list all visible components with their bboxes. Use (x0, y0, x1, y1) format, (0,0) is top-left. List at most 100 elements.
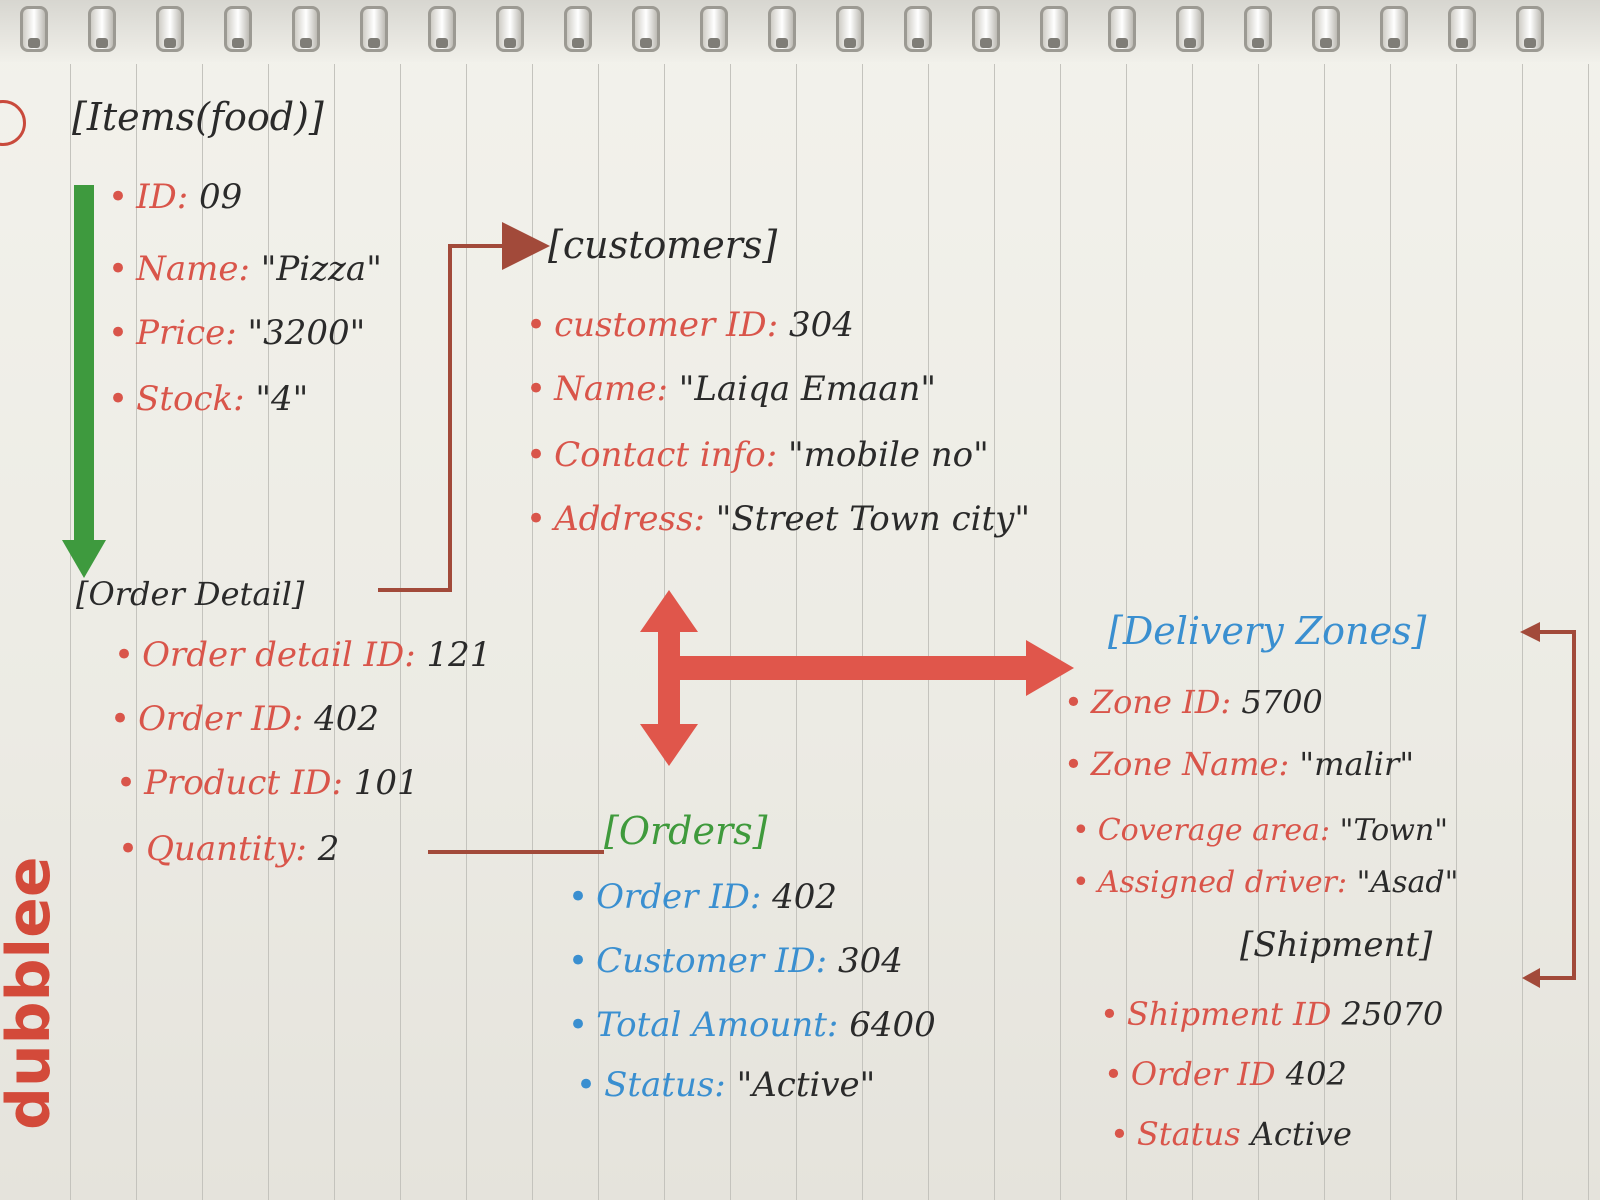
spiral-ring (156, 6, 184, 52)
field-label: Order detail ID: (142, 635, 416, 675)
binding-hole (1388, 38, 1400, 48)
binding-hole (1524, 38, 1536, 48)
bullet-icon: • (108, 379, 129, 419)
ruled-line (994, 64, 995, 1200)
ruled-line (268, 64, 269, 1200)
zones-to-shipment-connector (1520, 622, 1576, 988)
field-value: "Asad" (1356, 865, 1459, 900)
field-value: "Street Town city" (715, 499, 1030, 539)
orders-field-customer-id: •Customer ID: 304 (568, 944, 903, 978)
field-label: Order ID: (138, 699, 304, 739)
field-label: Assigned driver: (1097, 865, 1348, 900)
customers-title: [customers] (548, 223, 778, 267)
field-value: Active (1250, 1115, 1352, 1153)
orders-field-order-id: •Order ID: 402 (568, 880, 837, 914)
bullet-icon: • (108, 177, 129, 217)
binding-hole (1252, 38, 1264, 48)
bullet-icon: • (1110, 1115, 1129, 1153)
zones-field-coverage-area: •Coverage area: "Town" (1072, 816, 1448, 846)
binding-hole (96, 38, 108, 48)
binding-hole (572, 38, 584, 48)
order-detail-title: [Order Detail] (76, 575, 305, 613)
field-label: Status: (604, 1065, 726, 1105)
bullet-icon: • (1064, 745, 1083, 783)
shipment-field-status: •Status Active (1110, 1118, 1352, 1150)
ruled-line (136, 64, 137, 1200)
field-value: 6400 (849, 1005, 936, 1045)
order-detail-field-quantity: •Quantity: 2 (118, 832, 339, 866)
ruled-line (532, 64, 533, 1200)
binding-hole (1320, 38, 1332, 48)
binding-hole (164, 38, 176, 48)
bullet-icon: • (568, 877, 589, 917)
bullet-icon: • (526, 499, 547, 539)
bullet-icon: • (1072, 813, 1090, 848)
ruled-line (1588, 64, 1589, 1200)
field-value: 2 (317, 829, 340, 869)
ruled-line (730, 64, 731, 1200)
field-value: "Laiqa Emaan" (678, 369, 937, 409)
binding-hole (300, 38, 312, 48)
binding-hole (640, 38, 652, 48)
field-value: "malir" (1299, 745, 1415, 783)
field-value: "4" (255, 379, 309, 419)
ruled-line (1390, 64, 1391, 1200)
ruled-line (202, 64, 203, 1200)
field-value: 121 (426, 635, 492, 675)
delivery-zones-title: [Delivery Zones] (1108, 609, 1427, 653)
field-value: 402 (1285, 1055, 1347, 1093)
bullet-icon: • (568, 941, 589, 981)
bullet-icon: • (526, 305, 547, 345)
bullet-icon: • (1100, 995, 1119, 1033)
field-value: "3200" (247, 313, 366, 353)
zones-field-zone-id: •Zone ID: 5700 (1064, 686, 1323, 718)
field-label: Price: (136, 313, 237, 353)
binding-hole (844, 38, 856, 48)
bullet-icon: • (1072, 865, 1090, 900)
items-field-stock: •Stock: "4" (108, 382, 308, 416)
bullet-icon: • (116, 763, 137, 803)
binding-hole (504, 38, 516, 48)
shipment-field-id: •Shipment ID 25070 (1100, 998, 1443, 1030)
spiral-binding (0, 0, 1600, 62)
field-label: Stock: (136, 379, 245, 419)
binding-hole (1116, 38, 1128, 48)
field-label: Quantity: (146, 829, 307, 869)
field-value: 304 (837, 941, 903, 981)
bullet-icon: • (108, 313, 129, 353)
customers-field-name: •Name: "Laiqa Emaan" (526, 372, 936, 406)
ruled-line (862, 64, 863, 1200)
ruled-line (598, 64, 599, 1200)
field-value: "Active" (736, 1065, 876, 1105)
field-value: 5700 (1241, 683, 1323, 721)
bullet-icon: • (118, 829, 139, 869)
zones-field-zone-name: •Zone Name: "malir" (1064, 748, 1414, 780)
bullet-icon: • (1064, 683, 1083, 721)
binding-hole (912, 38, 924, 48)
order-detail-field-order-id: •Order ID: 402 (110, 702, 379, 736)
binding-hole (708, 38, 720, 48)
field-value: 101 (353, 763, 419, 803)
ruled-line (400, 64, 401, 1200)
binding-hole (436, 38, 448, 48)
binding-hole (1456, 38, 1468, 48)
items-field-name: •Name: "Pizza" (108, 252, 382, 286)
field-label: Total Amount: (596, 1005, 839, 1045)
zones-field-assigned-driver: •Assigned driver: "Asad" (1072, 868, 1458, 898)
customers-orders-zones-arrow (640, 590, 1074, 766)
bullet-icon: • (576, 1065, 597, 1105)
spiral-ring (20, 6, 48, 52)
field-label: ID: (136, 177, 189, 217)
field-value: "mobile no" (787, 435, 989, 475)
items-title: [Items(food)] (72, 95, 324, 139)
binding-hole (1184, 38, 1196, 48)
order-detail-field-product-id: •Product ID: 101 (116, 766, 419, 800)
items-field-id: •ID: 09 (108, 180, 242, 214)
field-label: Order ID (1130, 1055, 1276, 1093)
binding-hole (368, 38, 380, 48)
orders-field-total-amount: •Total Amount: 6400 (568, 1008, 936, 1042)
ruled-line (1060, 64, 1061, 1200)
spiral-ring (360, 6, 388, 52)
binding-hole (28, 38, 40, 48)
bullet-icon: • (110, 699, 131, 739)
